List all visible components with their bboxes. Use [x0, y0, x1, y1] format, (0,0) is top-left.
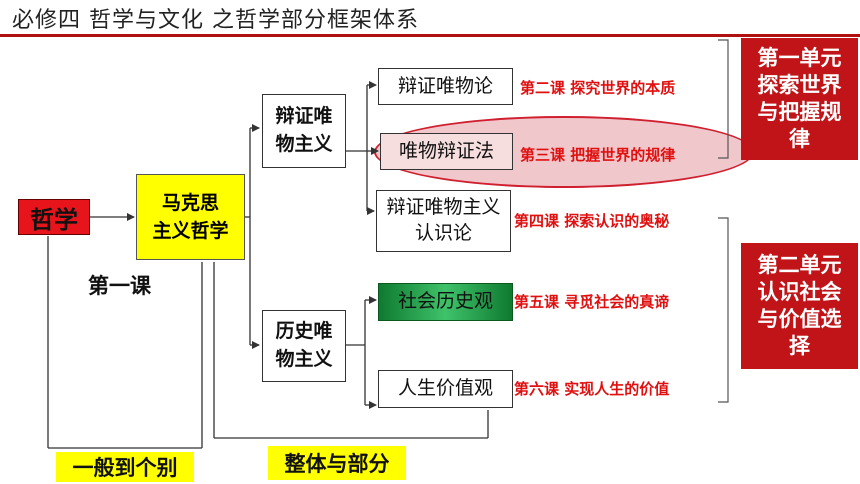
- unit-one-line1: 第一单元: [757, 46, 842, 71]
- lesson-2-label: 第二课 探究世界的本质: [520, 79, 676, 97]
- epistemology-line1: 辩证唯物主义: [386, 196, 501, 219]
- unit-two-line1: 第二单元: [757, 253, 842, 278]
- epistemology-node: 辩证唯物主义 认识论: [376, 190, 511, 252]
- unit-two-box: 第二单元 认识社会 与价值选 择: [741, 243, 858, 369]
- unit-one-line3: 与把握规: [757, 100, 842, 124]
- social-historical-view-node: 社会历史观: [378, 283, 513, 321]
- materialist-dialectics-node: 唯物辩证法: [380, 133, 513, 170]
- lesson-3-label: 第三课 把握世界的规律: [520, 146, 676, 164]
- marxist-philosophy-line2: 主义哲学: [152, 220, 229, 242]
- dialectical-materialism-line1: 辩证唯: [275, 105, 333, 128]
- marxist-philosophy-line1: 马克思: [161, 191, 219, 214]
- philosophy-node: 哲学: [18, 199, 90, 235]
- unit-two-line3: 与价值选: [757, 307, 842, 331]
- lesson-4-label: 第四课 探索认识的奥秘: [514, 212, 670, 230]
- dialectical-materialism-node: 辩证唯 物主义: [262, 94, 346, 168]
- unit-one-line4: 律: [789, 126, 810, 151]
- page-title: 必修四 哲学与文化 之哲学部分框架体系: [12, 8, 419, 33]
- unit-one-box: 第一单元 探索世界 与把握规 律: [741, 38, 858, 160]
- historical-materialism-line2: 物主义: [275, 348, 333, 370]
- unit-two-line2: 认识社会: [757, 280, 842, 305]
- dialectical-materialism-line2: 物主义: [275, 133, 333, 155]
- dialectical-materialist-ontology-node: 辩证唯物论: [378, 68, 513, 105]
- historical-materialism-line1: 历史唯: [275, 320, 333, 343]
- title-underline: [0, 34, 860, 37]
- lesson-6-label: 第六课 实现人生的价值: [514, 380, 670, 398]
- unit-two-line4: 择: [789, 333, 810, 358]
- general-to-specific-label: 一般到个别: [56, 452, 194, 482]
- epistemology-line2: 认识论: [414, 222, 472, 244]
- lesson-one-label: 第一课: [88, 274, 151, 298]
- marxist-philosophy-node: 马克思 主义哲学: [136, 174, 245, 260]
- whole-and-part-label: 整体与部分: [268, 446, 406, 480]
- unit-one-line2: 探索世界: [757, 73, 842, 98]
- lesson-5-label: 第五课 寻觅社会的真谛: [514, 293, 670, 311]
- historical-materialism-node: 历史唯 物主义: [262, 310, 346, 382]
- life-value-view-node: 人生价值观: [378, 370, 513, 408]
